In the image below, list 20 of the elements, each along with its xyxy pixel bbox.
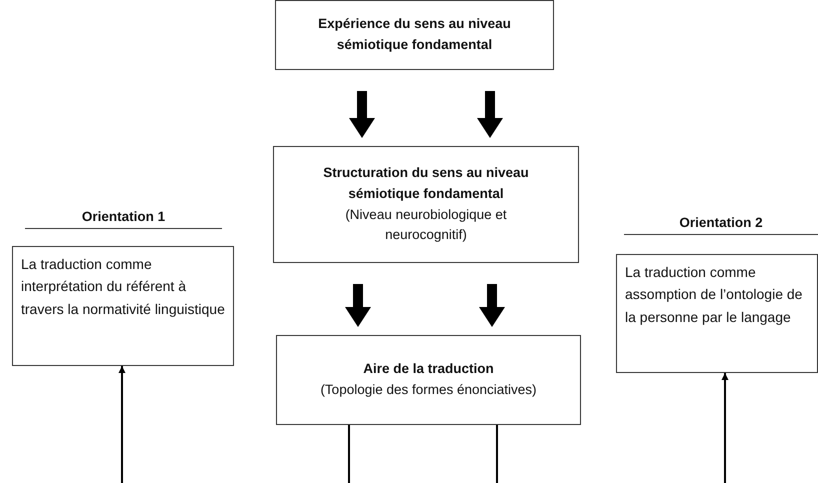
block-arrow <box>345 284 371 327</box>
text-box: La traduction comme assomption de l’ontologie de la personne par le langage <box>616 254 818 373</box>
connector-line <box>496 425 498 483</box>
arrow <box>118 366 126 483</box>
process-box <box>276 335 581 425</box>
block-arrow <box>477 91 503 138</box>
orientation-heading: Orientation 1 <box>25 209 222 229</box>
block-arrow <box>479 284 505 327</box>
process-box <box>275 0 554 70</box>
box-heading: Aire de la traduction <box>362 360 495 378</box>
text-box: La traduction comme interprétation du référent à travers la normativité linguistique <box>12 246 234 366</box>
process-box <box>273 146 579 263</box>
orientation-heading: Orientation 2 <box>624 215 818 235</box>
block-arrow <box>349 91 375 138</box>
arrow <box>722 373 728 483</box>
box-heading: Expérience du sens au niveau sémiotique fondamental <box>317 15 512 54</box>
box-heading: Structuration du sens au niveau sémiotique fondamental <box>322 164 530 203</box>
connector-line <box>348 425 350 483</box>
box-subtitle: (Topologie des formes énonciatives) <box>319 381 538 399</box>
box-subtitle: (Niveau neurobiologique et neurocognitif) <box>344 206 508 244</box>
